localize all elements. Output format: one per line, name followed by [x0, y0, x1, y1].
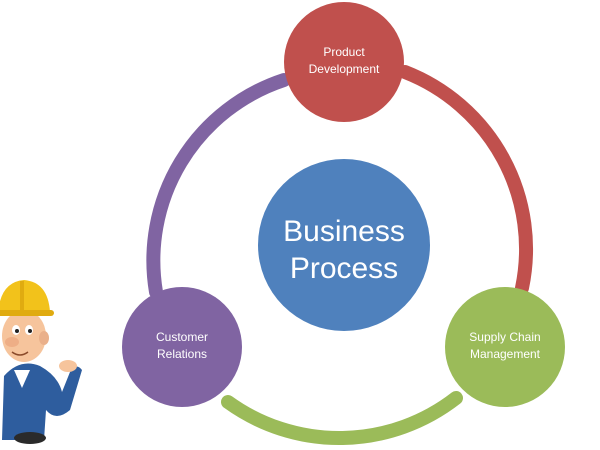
worker-ear	[39, 331, 49, 345]
worker-head	[2, 310, 46, 362]
worker-shoe	[14, 432, 46, 444]
center-node: Business Process	[258, 159, 430, 331]
center-label-line1: Business	[283, 215, 405, 248]
worker-hand	[59, 360, 77, 372]
node-label-line1: Customer	[156, 330, 208, 344]
center-label-line2: Process	[290, 252, 398, 285]
node-label-line2: Development	[309, 62, 380, 76]
worker-mouth	[11, 351, 29, 356]
node-label-line1: Product	[323, 45, 365, 59]
worker-pupil	[15, 329, 19, 333]
node-supply-chain-management: Supply Chain Management	[445, 287, 565, 407]
worker-nose	[5, 337, 19, 347]
arc-customer-to-product	[146, 73, 291, 299]
worker-hat-brim	[0, 310, 54, 316]
worker-hard-hat	[0, 280, 54, 314]
node-label-line2: Management	[470, 347, 541, 361]
node-label-line1: Supply Chain	[469, 330, 540, 344]
node-circle	[284, 2, 404, 122]
worker-collar	[14, 370, 30, 388]
node-circle	[445, 287, 565, 407]
node-product-development: Product Development	[284, 2, 404, 122]
node-customer-relations: Customer Relations	[122, 287, 242, 407]
arc-supply-to-customer	[221, 391, 463, 446]
worker-jacket	[2, 363, 82, 440]
construction-worker-icon	[0, 280, 82, 444]
node-circle	[122, 287, 242, 407]
worker-pupil	[28, 329, 32, 333]
arc-product-to-supply	[398, 65, 533, 295]
node-label-line2: Relations	[157, 347, 207, 361]
center-circle	[258, 159, 430, 331]
